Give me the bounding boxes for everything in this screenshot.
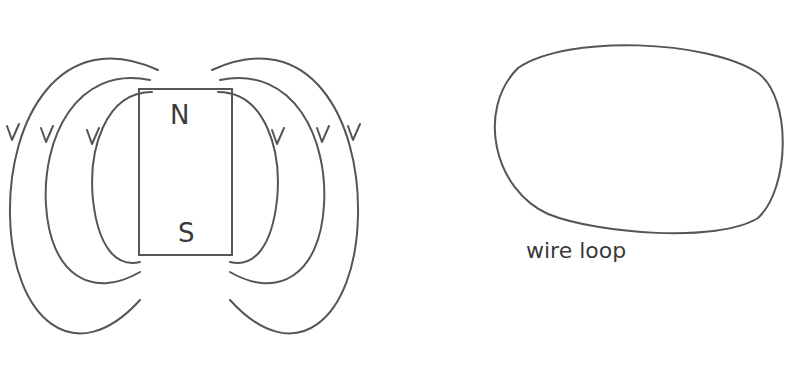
arrow-tick: [87, 128, 99, 144]
arrow-tick: [348, 124, 360, 140]
wire-loop: wire loop: [478, 38, 790, 278]
field-line: [46, 78, 150, 283]
bar-magnet: NS: [138, 88, 233, 256]
loop-label: wire loop: [526, 240, 626, 262]
pole-label: N: [170, 102, 189, 128]
arrow-tick: [272, 128, 284, 144]
field-line: [10, 58, 158, 333]
arrow-tick: [7, 124, 19, 140]
field-line: [92, 92, 152, 263]
field-line: [212, 58, 358, 333]
field-line: [220, 78, 324, 283]
loop-wire: [495, 45, 783, 233]
loop-outline: [478, 38, 790, 278]
pole-label: S: [178, 220, 195, 246]
arrow-tick: [317, 126, 329, 142]
field-line: [218, 92, 278, 263]
arrow-tick: [41, 126, 53, 142]
